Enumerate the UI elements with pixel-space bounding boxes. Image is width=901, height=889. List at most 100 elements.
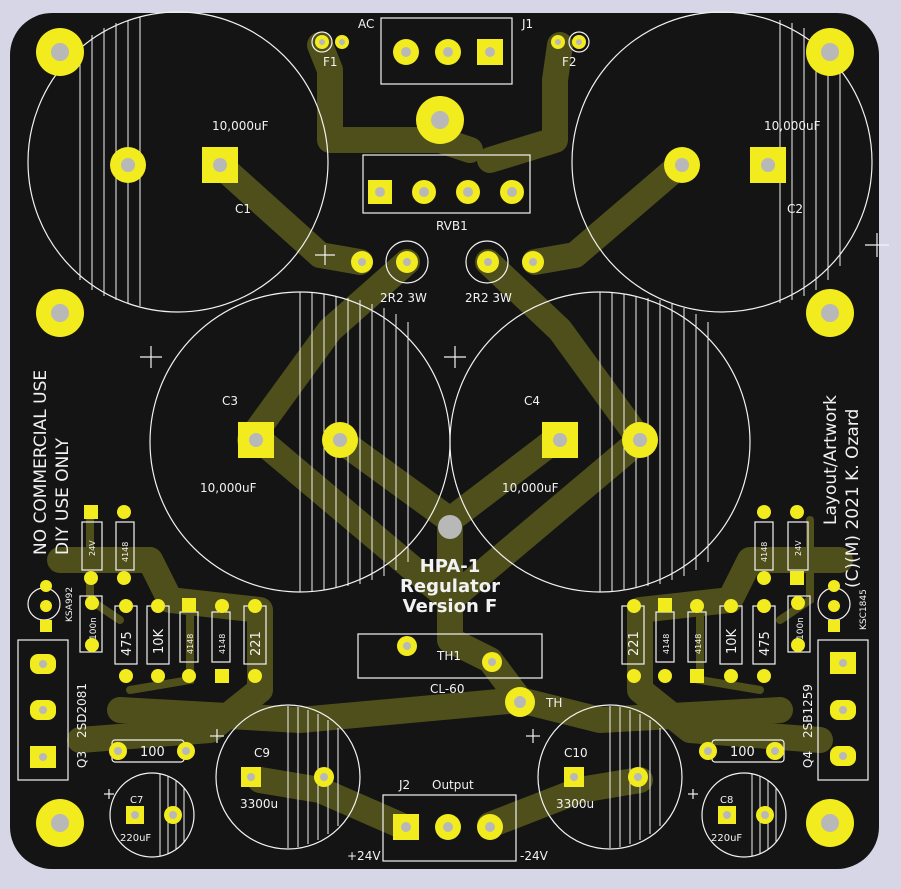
left-24v-outline <box>81 521 103 571</box>
label-output: Output <box>432 778 474 792</box>
label-right-221: 221 <box>627 631 642 656</box>
trace-r-left <box>237 249 420 453</box>
right-4148c-outline <box>754 521 774 571</box>
label-f1: F1 <box>323 55 338 69</box>
c2-outline <box>571 11 873 313</box>
c8-outline <box>701 772 787 858</box>
label-c1-value: 10,000uF <box>212 119 269 133</box>
label-left-4148a: 4148 <box>186 634 195 654</box>
label-c2-value: 10,000uF <box>764 119 821 133</box>
board-outline <box>10 13 879 869</box>
label-c8-ref: C8 <box>720 795 733 806</box>
label-diy-only: DIY USE ONLY <box>53 437 73 555</box>
label-c2-ref: C2 <box>787 202 803 216</box>
title-line-3: Version F <box>403 596 498 617</box>
polarity-markers <box>104 233 889 799</box>
label-q4: Q4 <box>801 751 815 768</box>
label-rvb1: RVB1 <box>436 219 468 233</box>
label-j2: J2 <box>398 778 410 792</box>
label-right-4148a: 4148 <box>662 634 671 654</box>
label-right-4148c: 4148 <box>760 542 769 562</box>
label-layout: Layout/Artwork <box>821 395 841 525</box>
label-c7-value: 220uF <box>120 833 151 844</box>
f1-outline <box>311 31 333 53</box>
small-pads <box>40 505 840 683</box>
label-left-221: 221 <box>249 631 264 656</box>
label-no-commercial: NO COMMERCIAL USE <box>31 370 51 555</box>
q3-outline <box>17 639 69 781</box>
label-ksa: KSA992 <box>65 587 75 622</box>
label-q3-part: 2SD2081 <box>75 683 89 738</box>
label-ksc: KSC1845 <box>859 589 869 630</box>
trace-center-down <box>437 507 533 713</box>
label-right-100n: 100n <box>796 617 806 640</box>
label-f2: F2 <box>562 55 577 69</box>
label-th: TH <box>545 696 562 710</box>
label-left-475: 475 <box>120 631 135 656</box>
j2-outline <box>382 794 517 862</box>
label-r-right: 2R2 3W <box>465 291 512 305</box>
label-right-10k: 10K <box>725 628 740 654</box>
c1-outline <box>27 11 329 313</box>
trace-right-regulator <box>627 547 853 753</box>
label-left-4148c: 4148 <box>121 542 130 562</box>
large-pads <box>110 147 786 458</box>
left-24v-pad-sq <box>84 505 98 519</box>
label-c9-ref: C9 <box>254 746 270 760</box>
label-c4-ref: C4 <box>524 394 540 408</box>
title-line-1: HPA-1 <box>420 556 481 577</box>
label-r100-right: 100 <box>730 745 755 760</box>
c7-outline <box>109 772 195 858</box>
f2-outline <box>568 31 590 53</box>
label-j1: J1 <box>521 17 533 31</box>
trace-c9 <box>247 767 413 838</box>
label-r-left: 2R2 3W <box>380 291 427 305</box>
mounting-holes <box>36 28 854 847</box>
label-copyright: (C)(M) 2021 K. Ozard <box>843 409 863 588</box>
right-24v-outline <box>787 521 809 571</box>
label-q3: Q3 <box>75 751 89 768</box>
medium-pads <box>30 35 856 840</box>
label-c8-value: 220uF <box>711 833 742 844</box>
trace-f2 <box>477 32 573 173</box>
c9-outline <box>215 704 361 850</box>
label-c4-value: 10,000uF <box>502 481 559 495</box>
r-right-outline <box>465 240 509 284</box>
title-line-2: Regulator <box>400 576 500 597</box>
trace-q4-th <box>507 687 793 733</box>
label-left-4148b: 4148 <box>218 634 227 654</box>
label-q4-part: 2SB1259 <box>801 684 815 738</box>
label-right-4148b: 4148 <box>694 634 703 654</box>
label-plus24: +24V <box>347 849 381 863</box>
label-ac: AC <box>358 17 374 31</box>
silkscreen-text: AC J1 F1 F2 10,000uF C1 10,000uF C2 RVB1… <box>31 17 869 863</box>
label-left-100n: 100n <box>89 617 99 640</box>
left-100n-outline <box>79 595 103 653</box>
j1-outline <box>380 17 513 85</box>
c10-outline <box>537 704 683 850</box>
right-100n-outline <box>787 595 811 653</box>
label-cl60: CL-60 <box>430 682 464 696</box>
label-c7-ref: C7 <box>130 795 143 806</box>
label-minus24: -24V <box>520 849 549 863</box>
trace-q3-th <box>107 687 533 733</box>
label-c10-value: 3300u <box>556 797 594 811</box>
rvb1-outline <box>362 154 531 214</box>
label-left-24v: 24V <box>88 540 97 556</box>
label-right-475: 475 <box>758 631 773 656</box>
label-left-10k: 10K <box>152 628 167 654</box>
label-c1-ref: C1 <box>235 202 251 216</box>
trace-r-right <box>475 249 653 453</box>
label-right-24v: 24V <box>794 540 803 556</box>
label-c3-ref: C3 <box>222 394 238 408</box>
label-r100-left: 100 <box>140 745 165 760</box>
th1-outline <box>357 633 543 679</box>
r-left-outline <box>385 240 429 284</box>
label-th1: TH1 <box>436 649 461 663</box>
label-c9-value: 3300u <box>240 797 278 811</box>
trace-c2 <box>522 152 693 275</box>
left-4148c-outline <box>115 521 135 571</box>
center-hole <box>438 515 462 539</box>
label-c3-value: 10,000uF <box>200 481 257 495</box>
